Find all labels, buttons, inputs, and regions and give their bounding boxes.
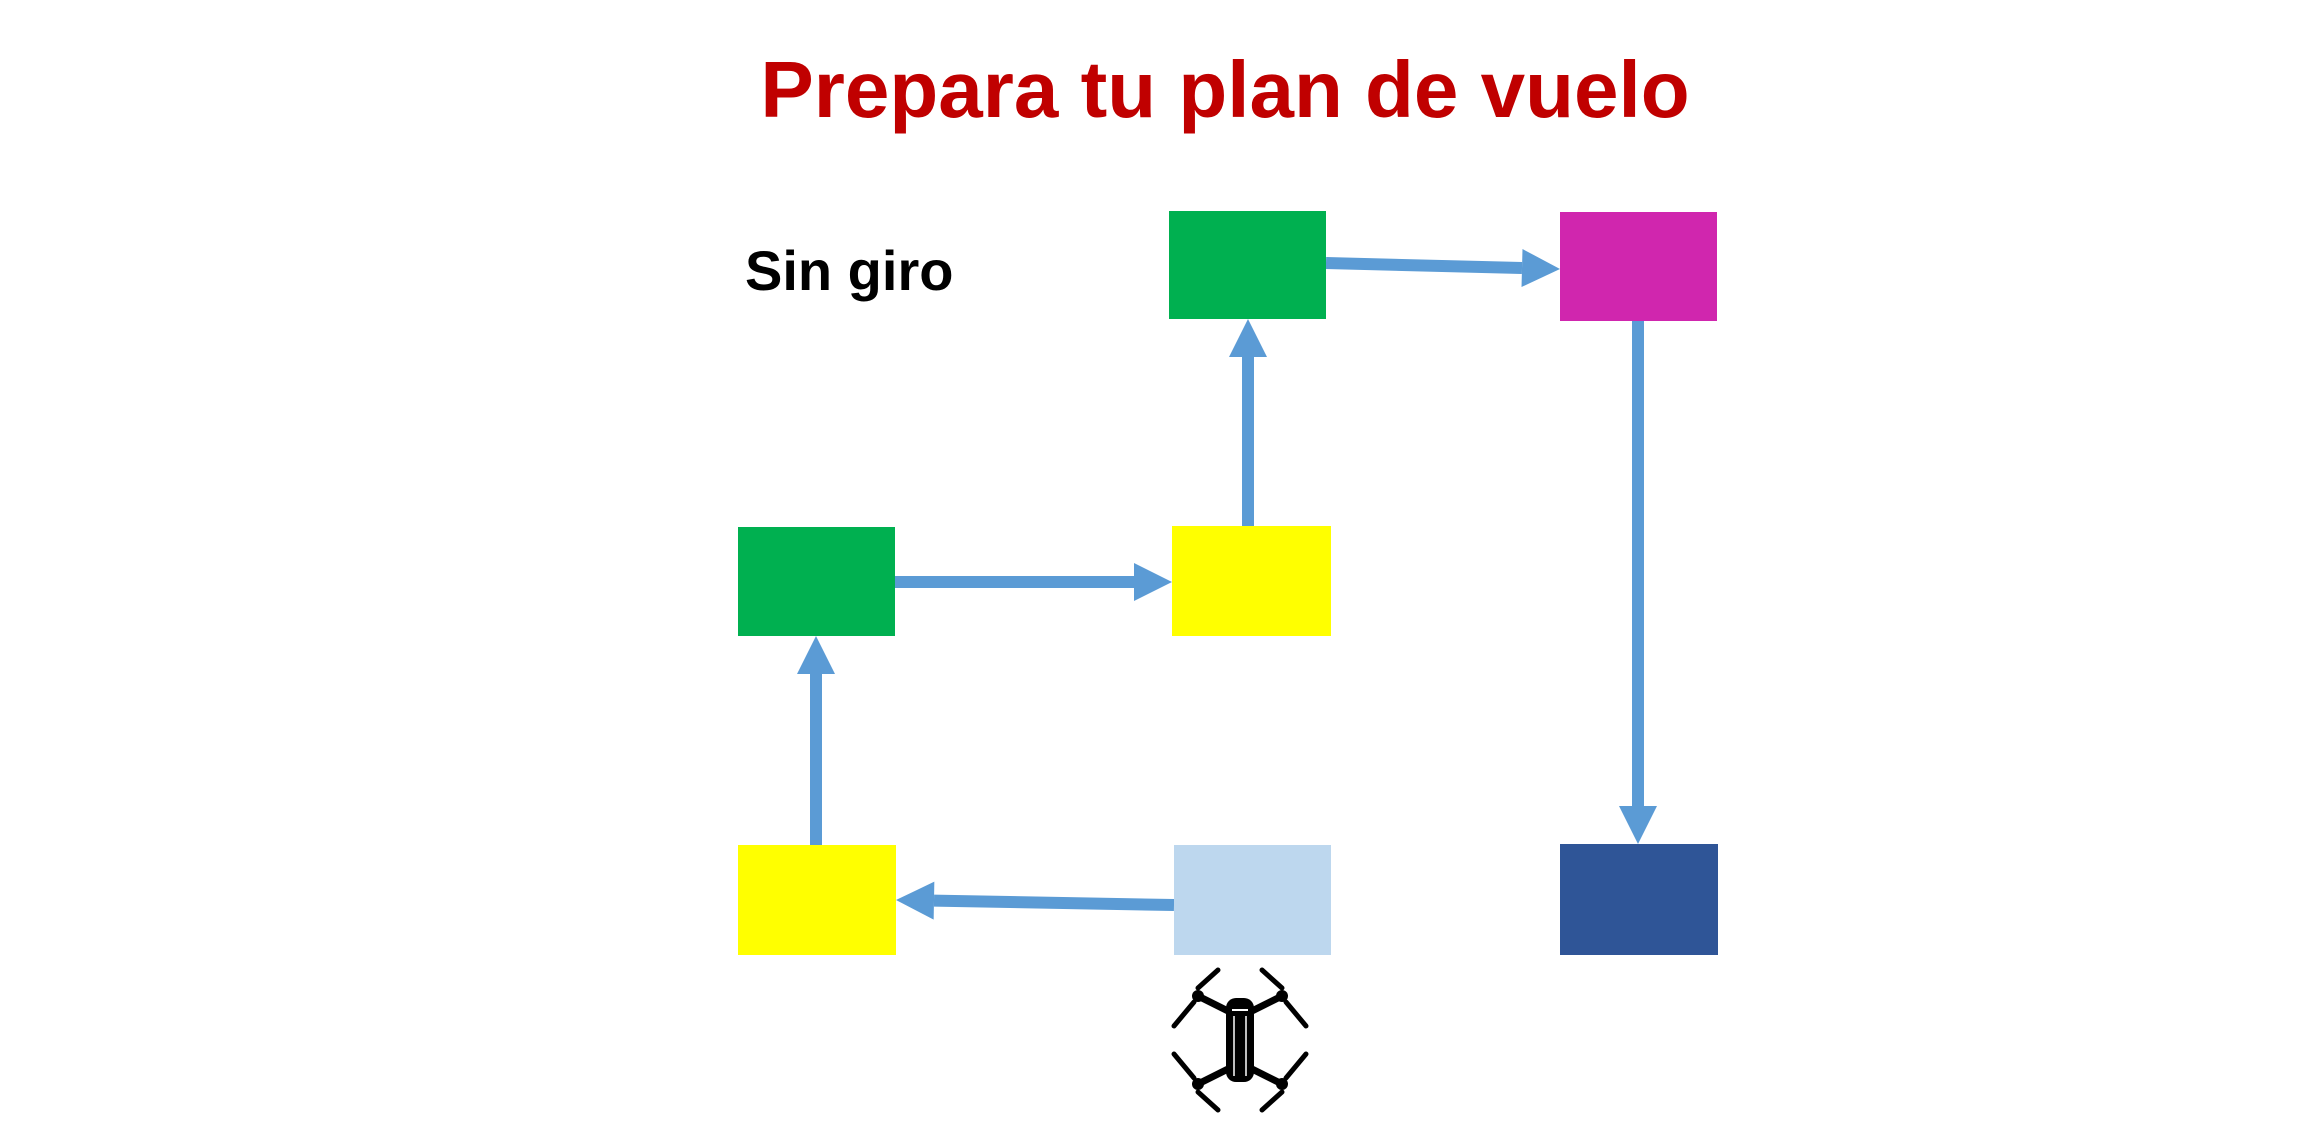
- cell-green-mid: [738, 527, 895, 636]
- cell-magenta-top: [1560, 212, 1717, 321]
- arrows-layer: [797, 249, 1657, 920]
- arrow-6: [1619, 321, 1657, 844]
- page-title: Prepara tu plan de vuelo: [760, 45, 1690, 134]
- mode-label: Sin giro: [745, 239, 954, 302]
- cell-start: [1174, 845, 1331, 955]
- arrow-5: [1325, 249, 1560, 288]
- cells-layer: [738, 211, 1718, 955]
- arrow-1: [896, 881, 1175, 920]
- drone-icon: [1171, 967, 1309, 1113]
- cell-yellow-mid: [1172, 526, 1331, 636]
- arrow-2: [797, 636, 835, 845]
- cell-green-top: [1169, 211, 1326, 319]
- arrow-4: [1229, 319, 1267, 526]
- cell-yellow-bottom: [738, 845, 896, 955]
- cell-dark-blue-end: [1560, 844, 1718, 955]
- arrow-3: [895, 563, 1172, 601]
